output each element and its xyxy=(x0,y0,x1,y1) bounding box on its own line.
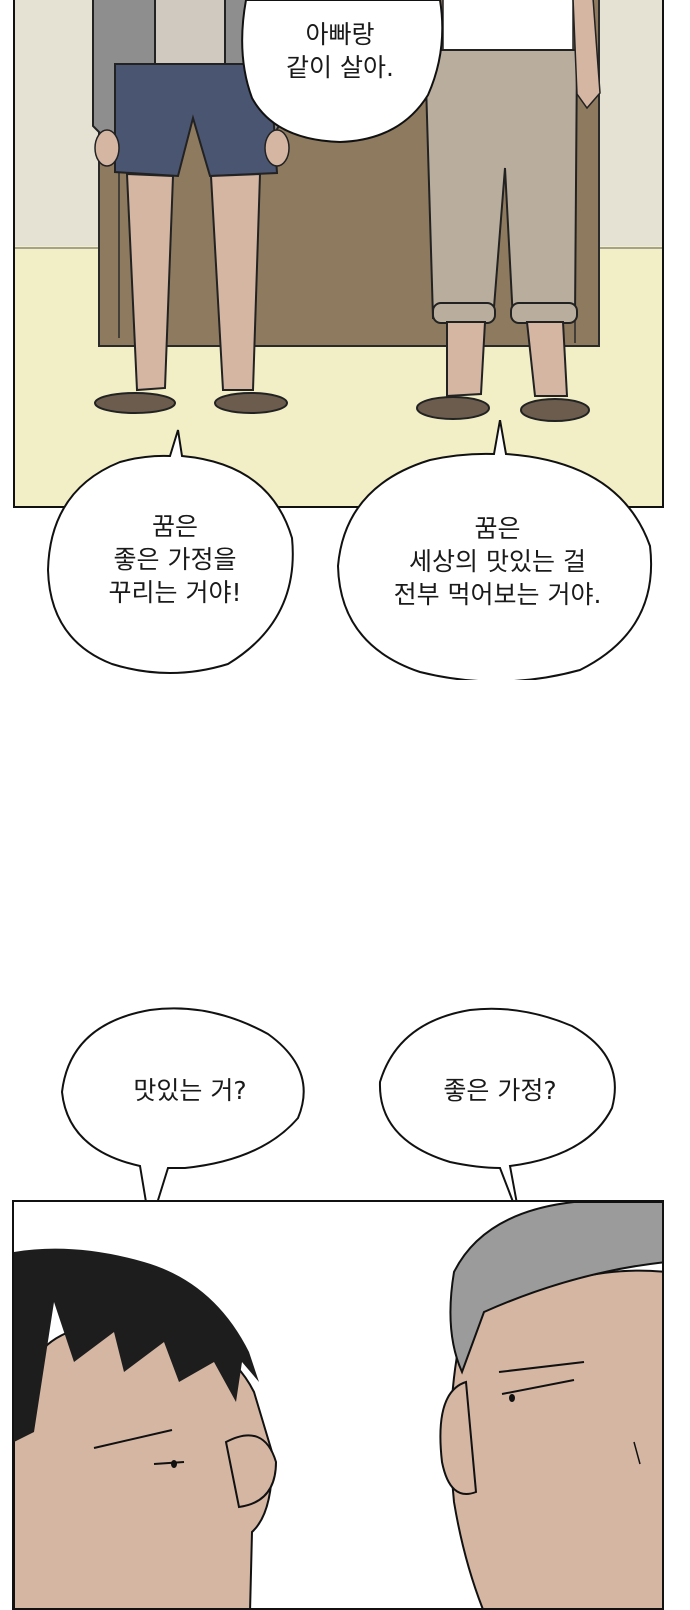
bottom-panel-art xyxy=(14,1202,662,1608)
man-ear xyxy=(439,1380,478,1495)
bubble-top-text: 아빠랑 같이 살아. xyxy=(240,18,440,84)
man-face xyxy=(449,1269,662,1608)
boy-eye xyxy=(153,1461,185,1465)
speech-bubble-top xyxy=(241,0,444,144)
bubble-lower-right-line: 좋은 가정? xyxy=(443,1076,557,1105)
man-pupil xyxy=(509,1394,515,1402)
bubble-right-line-3: 전부 먹어보는 거야. xyxy=(393,580,602,609)
right-arm xyxy=(572,0,601,110)
right-leg-1 xyxy=(446,321,487,398)
boy-hair xyxy=(14,1248,259,1442)
left-leg-2 xyxy=(209,172,262,391)
speech-bubbles-middle xyxy=(46,420,653,680)
bubble-top-line-2: 같이 살아. xyxy=(286,53,394,82)
bottom-panel xyxy=(12,1200,664,1610)
right-cuff-2 xyxy=(510,302,578,324)
bubble-lower-right-text: 좋은 가정? xyxy=(390,1074,610,1107)
left-leg-1 xyxy=(125,172,175,392)
bubble-lower-right-shape xyxy=(378,1007,616,1221)
boy-brow xyxy=(93,1429,173,1449)
left-shirt xyxy=(155,0,225,68)
left-hand-2 xyxy=(264,129,290,167)
bubble-lower-left-line: 맛있는 거? xyxy=(133,1076,247,1105)
man-cheek-line xyxy=(633,1441,641,1465)
bubble-left-shape xyxy=(46,429,294,674)
bubble-right-text: 꿈은 세상의 맛있는 걸 전부 먹어보는 거야. xyxy=(350,512,645,611)
bubble-left-line-3: 꾸리는 거야! xyxy=(108,578,242,607)
right-sandal-2 xyxy=(520,398,590,422)
man-brow xyxy=(498,1361,585,1373)
boy-pupil xyxy=(171,1460,177,1468)
bubble-left-line-1: 꿈은 xyxy=(151,512,198,541)
right-leg-2 xyxy=(525,321,569,397)
bubble-lower-left-text: 맛있는 거? xyxy=(80,1074,300,1107)
bubble-left-line-2: 좋은 가정을 xyxy=(113,545,237,574)
left-hand-1 xyxy=(94,129,120,167)
bubble-left-text: 꿈은 좋은 가정을 꾸리는 거야! xyxy=(60,510,290,609)
right-cuff-1 xyxy=(432,302,496,324)
speech-bubbles-lower xyxy=(60,1007,616,1227)
left-sandal-1 xyxy=(94,392,176,414)
man-eye xyxy=(501,1379,575,1395)
bubble-right-line-1: 꿈은 xyxy=(474,514,521,543)
man-hair xyxy=(449,1202,662,1375)
boy-ear xyxy=(224,1434,278,1509)
bubble-lower-left-shape xyxy=(60,1007,305,1227)
left-sandal-2 xyxy=(214,392,288,414)
bubble-right-shape xyxy=(336,420,653,680)
bubble-top-line-1: 아빠랑 xyxy=(305,20,375,49)
right-sandal-1 xyxy=(416,396,490,420)
bubble-right-line-2: 세상의 맛있는 걸 xyxy=(409,547,586,576)
